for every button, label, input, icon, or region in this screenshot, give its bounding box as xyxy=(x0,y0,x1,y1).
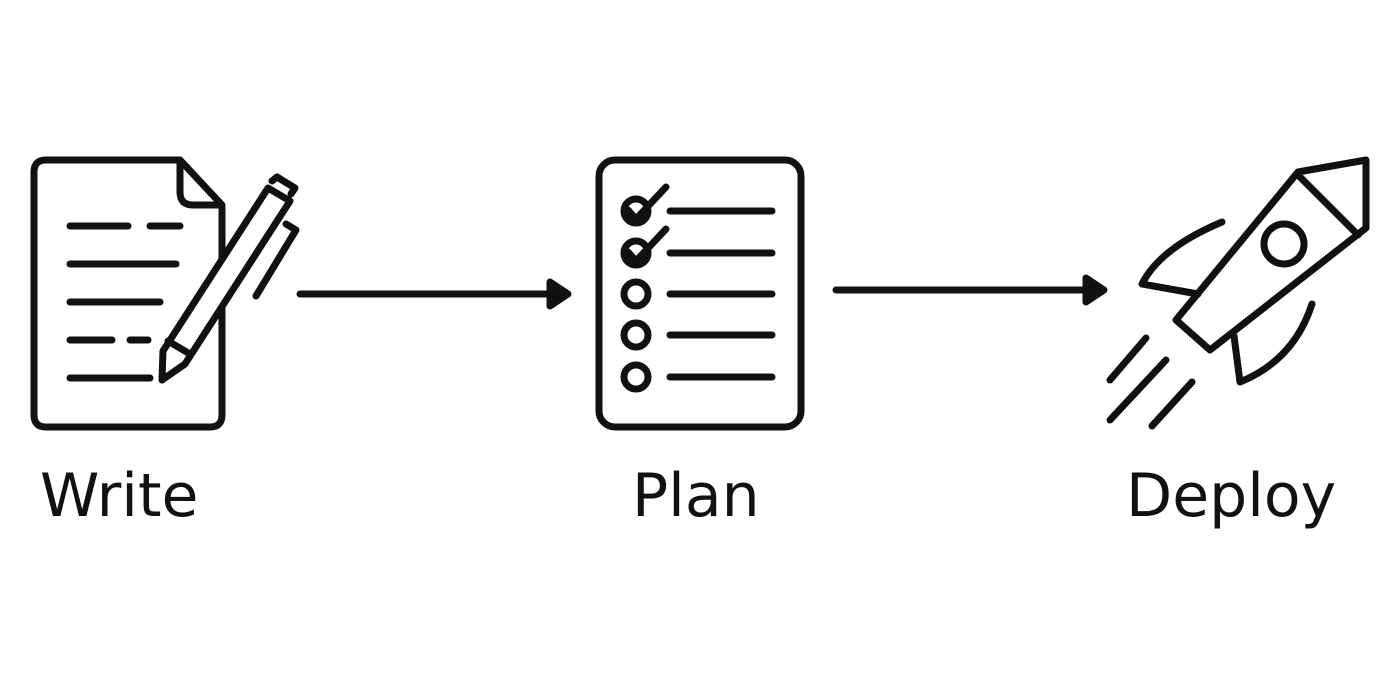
stage-label-write: Write xyxy=(40,461,199,531)
checklist-icon xyxy=(595,156,805,431)
stage-label-plan: Plan xyxy=(632,461,760,531)
arrow-plan-to-deploy xyxy=(832,274,1108,306)
document-pen-icon xyxy=(30,156,300,431)
rocket-icon xyxy=(1106,156,1370,430)
arrow-write-to-plan xyxy=(296,278,572,310)
stage-label-deploy: Deploy xyxy=(1126,461,1337,531)
